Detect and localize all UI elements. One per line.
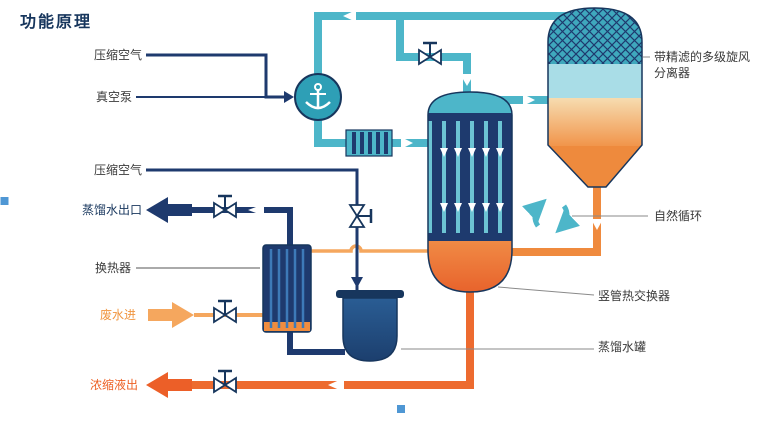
evaporator-flow-arrows [440, 148, 504, 212]
silencer-ribs [352, 132, 388, 154]
flow-arrow-right-icon [401, 137, 413, 149]
cyclone-body-fill [548, 8, 642, 187]
wastewater-in-arrow [148, 302, 194, 328]
page-title: 功能原理 [20, 12, 92, 31]
concentrate-outlet-valve [213, 369, 237, 394]
valves [213, 41, 442, 394]
anchor-impeller-icon [305, 83, 331, 110]
evaporator-tubes [432, 121, 512, 233]
distillate-outlet-valve [213, 194, 237, 219]
flow-arrow-down-icon [591, 219, 603, 230]
wastewater-inlet-valve [213, 299, 237, 324]
evaporator-bottom-tubesheet [428, 233, 512, 241]
label-heat-exchanger: 换热器 [95, 261, 131, 275]
label-cyclone-line1: 带精滤的多级旋风 [654, 49, 750, 64]
flow-arrow-left-icon [328, 378, 344, 392]
cyclone-outline [547, 7, 643, 188]
vertical-tube-hx-leader [497, 286, 595, 296]
label-vertical-tube-hx: 竖管热交换器 [598, 288, 670, 303]
label-wastewater-in: 废水进 [100, 307, 136, 322]
heat-exchanger-plates [269, 249, 305, 328]
label-distilled-water-outlet: 蒸馏水出口 [82, 203, 142, 217]
label-compressed-air-top: 压缩空气 [94, 47, 142, 62]
label-compressed-air-mid: 压缩空气 [94, 162, 142, 177]
stream-arrows [146, 197, 194, 398]
concentrate-pipe [192, 286, 474, 389]
label-distilled-water-tank: 蒸馏水罐 [598, 340, 646, 354]
selection-handle-bottom[interactable] [397, 405, 405, 413]
label-natural-circulation: 自然循环 [654, 208, 702, 223]
label-vacuum-pump: 真空泵 [96, 90, 132, 104]
heat-exchanger [262, 244, 312, 333]
flow-arrow-down-icon [460, 74, 474, 86]
cyclone-filter-hatch [548, 8, 642, 64]
concentrate-out-arrow [146, 372, 192, 398]
cyclone-separator [547, 7, 643, 188]
vapor-branch-valve [418, 41, 442, 66]
evaporator-outline [427, 91, 513, 293]
flow-arrow-right-icon [523, 94, 535, 106]
label-concentrate-out: 浓缩液出 [90, 377, 138, 392]
tank-lid [336, 290, 404, 298]
flow-direction-arrows [248, 10, 603, 392]
cyclone-return-pipe [510, 184, 601, 256]
feed-to-evaporator-pipe [311, 244, 432, 253]
leader-lines [136, 56, 650, 350]
distilled-water-out-arrow [146, 197, 192, 223]
label-cyclone-line2: 分离器 [654, 65, 690, 80]
flow-arrow-left-icon [248, 204, 264, 216]
vacuum-main-pipe [314, 12, 576, 75]
evaporator-top-dome [428, 92, 512, 115]
discharge-silencer [345, 129, 393, 157]
distilled-water-tank [336, 290, 404, 362]
cyclone-liquid-section [548, 98, 642, 146]
cyclone-funnel-section [548, 146, 642, 187]
cyclone-vapor-section [548, 64, 642, 98]
compressed-air-line-top [146, 53, 290, 99]
evaporator-vessel [427, 91, 513, 293]
evaporator-sump [428, 241, 512, 292]
flow-arrow-left-icon [343, 10, 356, 22]
tank-body [342, 297, 398, 362]
evaporator-top-tubesheet [428, 113, 512, 121]
distillate-out-pipe [192, 207, 293, 245]
compressed-air-line-mid [146, 168, 359, 292]
vacuum-pump [294, 73, 342, 121]
pump-discharge-pipe [314, 118, 432, 147]
compressed-air-valve [348, 204, 373, 228]
tank-to-heat-exchanger-pipe [287, 332, 345, 355]
air-arrow-down-icon [351, 277, 363, 288]
air-arrow-right-icon [284, 91, 294, 103]
selection-handle-left[interactable] [0, 197, 9, 205]
natural-circulation-icon [522, 198, 580, 234]
